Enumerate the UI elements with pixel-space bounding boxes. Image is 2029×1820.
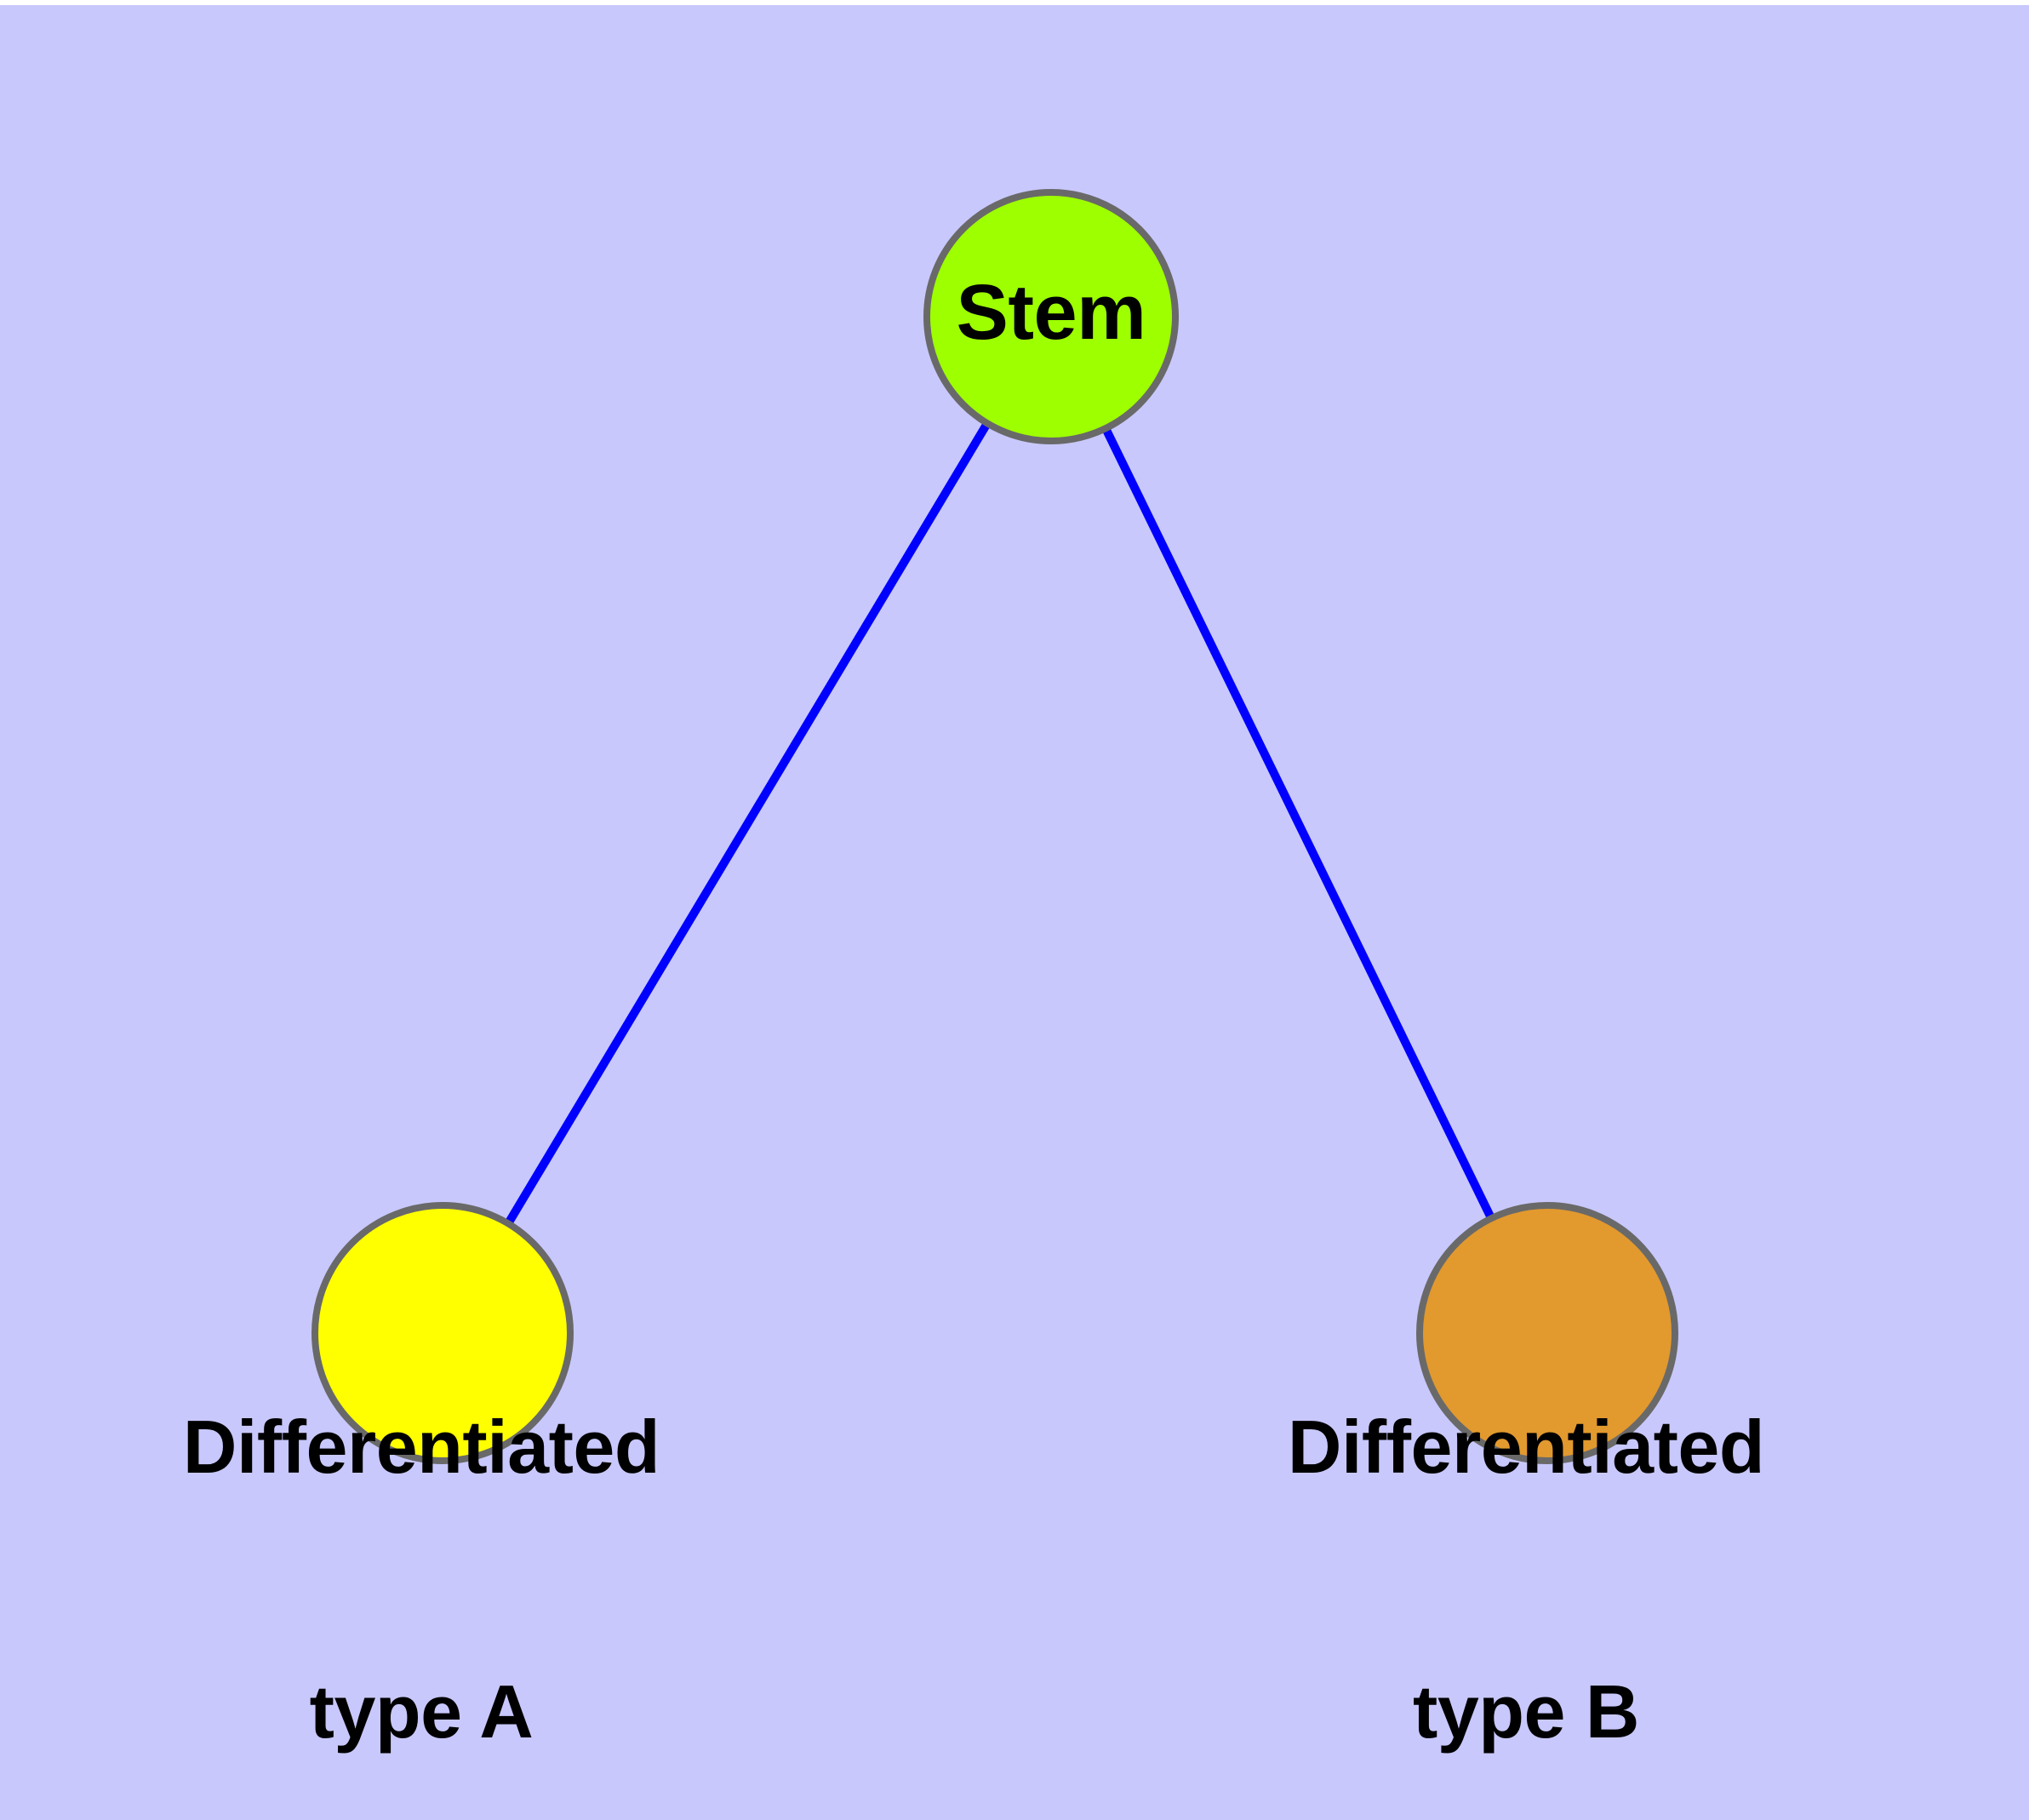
node-diff-a[interactable]: [311, 1202, 574, 1464]
node-diff-b[interactable]: [1416, 1202, 1678, 1464]
node-layer: [311, 189, 1678, 1464]
node-stem[interactable]: [923, 189, 1179, 444]
edge-stem-to-diff-b: [1097, 416, 1500, 1231]
edge-layer: [499, 411, 1500, 1235]
edge-stem-to-diff-a: [499, 411, 997, 1235]
